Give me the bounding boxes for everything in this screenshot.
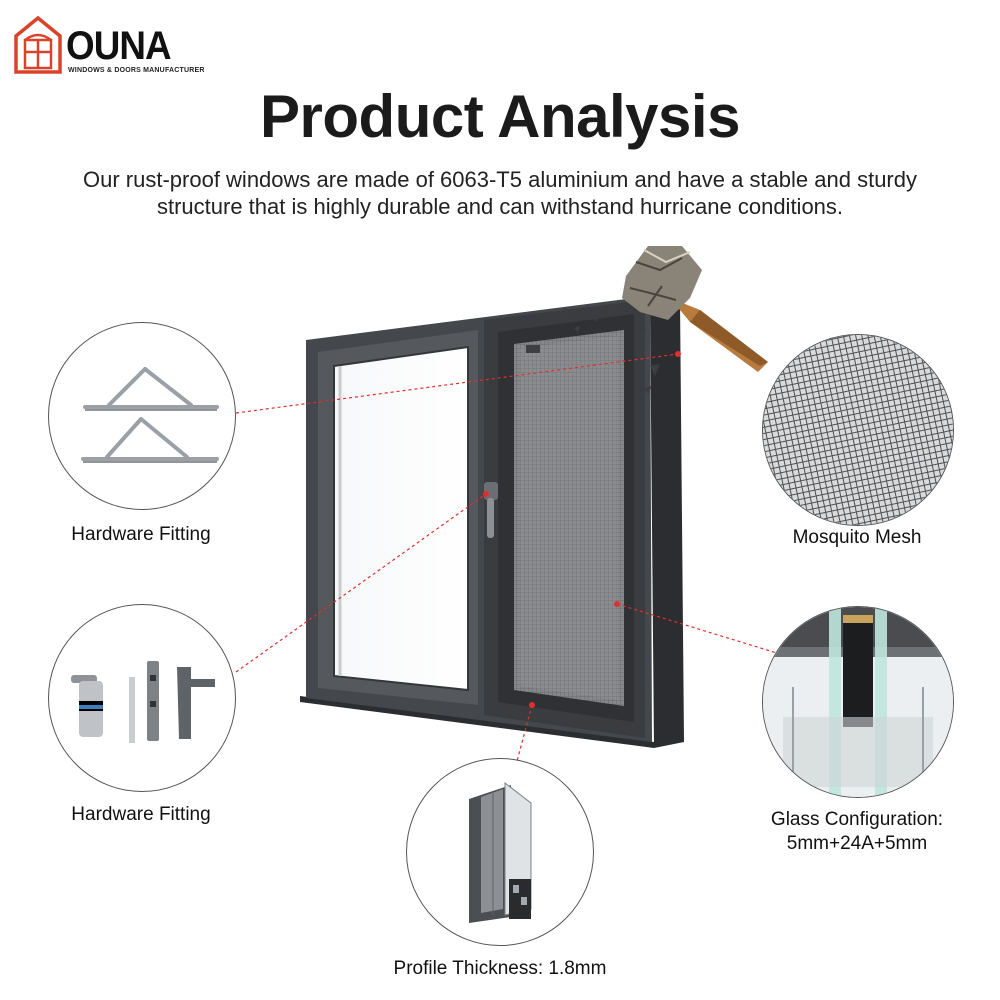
subtitle-line-1: Our rust-proof windows are made of 6063-… — [83, 167, 917, 192]
profile-label: Profile Thickness: 1.8mm — [393, 958, 607, 979]
profile-section-circle — [406, 758, 594, 946]
brand-tagline: WINDOWS & DOORS MANUFACTURER — [68, 67, 205, 74]
window-depth-edge — [650, 300, 684, 748]
left-glass — [333, 345, 469, 692]
page-title: Product Analysis — [260, 83, 740, 150]
window-handle — [484, 482, 498, 500]
glass-label: Glass Configuration: 5mm+24A+5mm — [742, 808, 972, 856]
mosquito-mesh-panel — [514, 330, 624, 706]
glass-label-line-1: Glass Configuration: — [770, 809, 944, 830]
subtitle-line-2: structure that is highly durable and can… — [156, 194, 844, 219]
glass-config-circle — [762, 606, 954, 798]
page-subtitle: Our rust-proof windows are made of 6063-… — [50, 166, 950, 220]
hardware-top-label: Hardware Fitting — [71, 524, 211, 545]
glass-label-line-2: 5mm+24A+5mm — [786, 833, 928, 854]
hardware-bottom-label: Hardware Fitting — [71, 804, 211, 825]
hammer-icon — [622, 246, 768, 372]
hardware-stay-circle — [48, 322, 236, 510]
mesh-texture-icon — [763, 335, 953, 525]
brand-logo: OUNA WINDOWS & DOORS MANUFACTURER — [14, 16, 204, 80]
friction-stay-icon — [81, 367, 219, 463]
hardware-handle-circle — [48, 604, 236, 792]
insulated-glass-icon — [763, 607, 953, 797]
profile-cross-section-icon — [469, 781, 532, 923]
mesh-label: Mosquito Mesh — [792, 527, 922, 548]
house-window-icon — [14, 16, 62, 74]
debris-shards — [558, 308, 660, 394]
leader-lines — [235, 353, 781, 781]
window-handle-set-icon — [71, 661, 215, 743]
mosquito-mesh-circle — [762, 334, 954, 526]
brand-name: OUNA — [66, 24, 172, 68]
leader-dots — [483, 351, 681, 708]
